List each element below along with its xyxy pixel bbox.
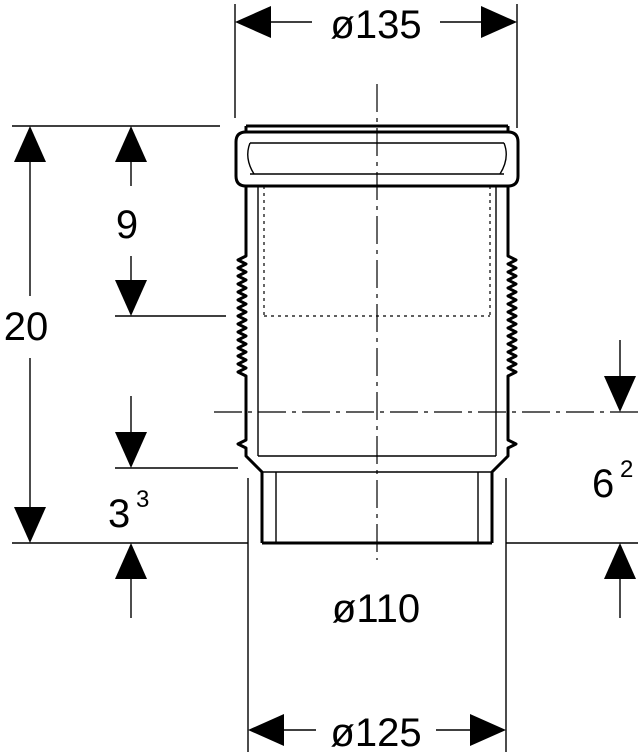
arrow-up — [14, 126, 46, 162]
dim-lower-left: 3 3 — [108, 396, 149, 618]
body-right-wall — [490, 186, 518, 543]
arrow-down — [115, 432, 147, 468]
dim-mid-diameter: ø110 — [332, 587, 420, 631]
arrow-left — [248, 714, 284, 746]
lower-right-label: 6 — [592, 462, 614, 506]
arrow-right — [470, 714, 506, 746]
arrow-down — [604, 376, 636, 412]
lower-left-label: 3 — [108, 492, 130, 536]
arrow-up — [115, 126, 147, 162]
total-height-label: 20 — [4, 305, 49, 349]
dim-bottom-diameter: ø125 — [248, 711, 506, 752]
extension-lines — [12, 4, 638, 752]
arrow-up — [115, 543, 147, 579]
center-lines — [214, 84, 638, 560]
arrow-left — [235, 6, 271, 38]
dim-top-diameter: ø135 — [235, 3, 517, 47]
dim-upper-height: 9 — [115, 126, 147, 316]
body-left-wall — [236, 186, 264, 543]
flange-inner-right — [499, 142, 507, 175]
lower-right-superscript: 2 — [620, 456, 633, 483]
arrow-down — [14, 507, 46, 543]
mid-diameter-label: ø110 — [332, 587, 420, 631]
bottom-diameter-label: ø125 — [330, 711, 421, 752]
lower-left-superscript: 3 — [136, 486, 149, 513]
top-diameter-label: ø135 — [330, 3, 421, 47]
flange-inner-left — [247, 142, 255, 175]
pipe-body — [234, 124, 520, 545]
arrow-up — [604, 543, 636, 579]
upper-height-label: 9 — [116, 203, 138, 247]
arrow-down — [115, 280, 147, 316]
arrow-right — [481, 6, 517, 38]
dim-lower-right: 6 2 — [592, 340, 636, 618]
dim-total-height: 20 — [4, 126, 49, 543]
